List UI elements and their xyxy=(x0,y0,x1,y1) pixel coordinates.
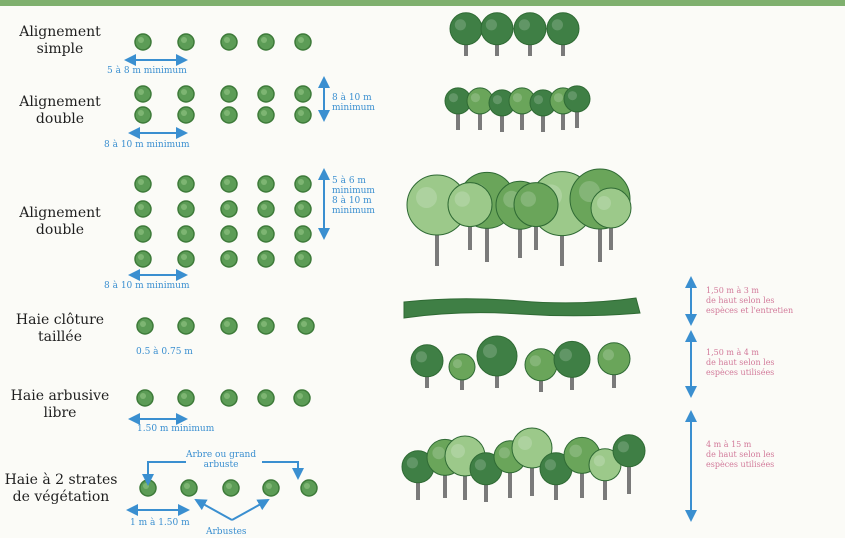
arrow-strates-top-left xyxy=(142,461,186,486)
trimmed-hedge xyxy=(403,297,641,319)
tree-simple-4 xyxy=(546,12,580,56)
tree-strates-9 xyxy=(588,448,622,500)
shrub-arbusive-5 xyxy=(553,340,591,390)
arrow-strates-shrub-1 xyxy=(194,499,233,521)
dim-double2-between-rows: 5 à 6 m minimum 8 à 10 m minimum xyxy=(332,176,375,216)
tree-simple-2 xyxy=(480,12,514,56)
tree-double1-2 xyxy=(466,87,494,130)
tree-double1-3 xyxy=(488,89,516,132)
tree-double2-7 xyxy=(590,187,632,250)
tree-strates-7 xyxy=(539,452,573,500)
row-label-haie-cloture: Haie clôture taillée xyxy=(15,312,105,345)
tree-double2-1 xyxy=(406,174,468,266)
tree-double1-5 xyxy=(529,89,557,132)
dim-strates-spacing: 1 m à 1.50 m xyxy=(130,518,190,528)
height-note-strates: 4 m à 15 m de haut selon les espèces uti… xyxy=(706,440,775,469)
row-label-double-2: Alignement double xyxy=(19,205,101,238)
tree-double1-1 xyxy=(444,87,472,130)
top-color-strip xyxy=(0,0,845,6)
tree-simple-3 xyxy=(513,12,547,56)
row-label-double-1: Alignement double xyxy=(19,94,101,127)
tree-double2-8 xyxy=(513,182,559,250)
shrub-arbusive-4 xyxy=(524,348,558,392)
row-label-haie-strates: Haie à 2 strates de végétation xyxy=(4,472,118,505)
dimension-arrows xyxy=(124,54,697,522)
tree-double1-4 xyxy=(508,87,536,130)
strata-top-note: Arbre ou grand arbuste xyxy=(186,450,257,470)
tree-strates-1 xyxy=(401,450,435,500)
shrub-arbusive-6 xyxy=(597,342,631,388)
height-note-arbusive: 1,50 m à 4 m de haut selon les espèces u… xyxy=(706,348,775,377)
height-note-cloture: 1,50 m à 3 m de haut selon les espèces e… xyxy=(706,286,794,315)
dim-arbusive-spacing: 1.50 m minimum xyxy=(137,424,215,434)
dim-simple-spacing: 5 à 8 m minimum xyxy=(107,66,187,76)
shrub-arbusive-2 xyxy=(448,353,476,390)
tree-illustrations xyxy=(401,12,646,502)
shrub-arbusive-3 xyxy=(476,335,518,388)
arrow-strates-top-right xyxy=(262,461,304,480)
tree-simple-1 xyxy=(449,12,483,56)
planting-dots xyxy=(134,33,318,497)
tree-double1-7 xyxy=(563,85,591,128)
arrow-strates-shrub-2 xyxy=(231,499,270,521)
strata-bottom-note: Arbustes xyxy=(206,527,247,537)
dim-double1-row-spacing: 8 à 10 m minimum xyxy=(104,140,190,150)
row-label-simple: Alignement simple xyxy=(19,24,101,57)
dim-cloture-spacing: 0.5 à 0.75 m xyxy=(136,347,193,357)
tree-strates-6 xyxy=(511,427,553,496)
tree-strates-10 xyxy=(612,434,646,494)
tree-double2-3 xyxy=(447,182,493,250)
dim-double1-between-rows: 8 à 10 m minimum xyxy=(332,93,375,113)
dim-double2-row-spacing: 8 à 10 m minimum xyxy=(104,281,190,291)
row-label-haie-arbusive: Haie arbusive libre xyxy=(10,388,110,421)
shrub-arbusive-1 xyxy=(410,344,444,388)
